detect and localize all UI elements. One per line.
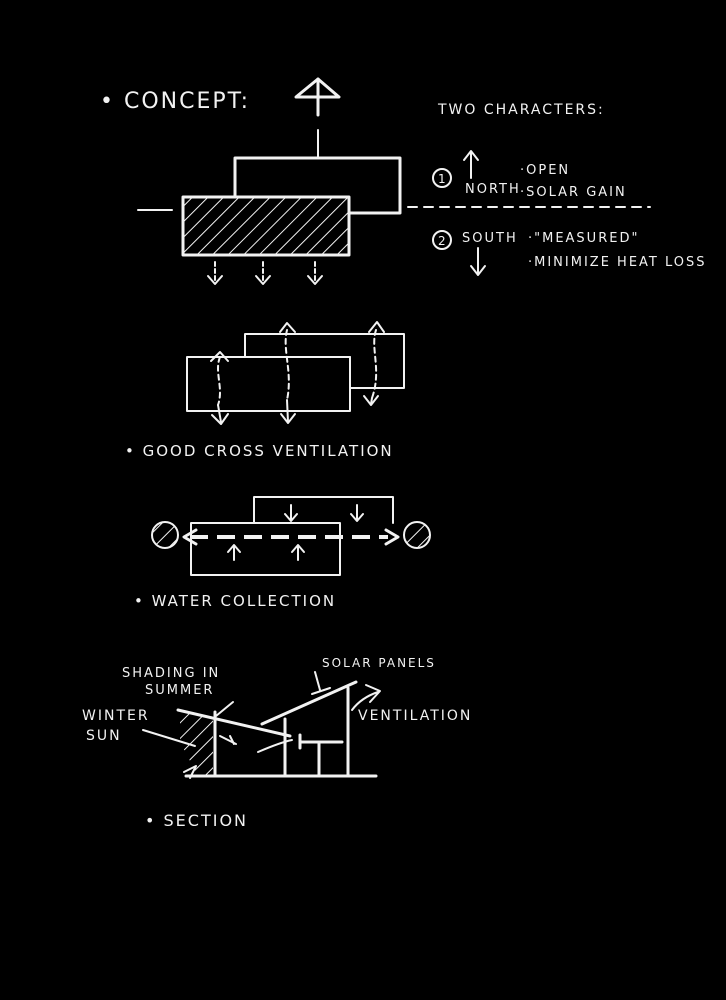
water-collection-diagram	[151, 496, 431, 576]
north-label: NORTH	[465, 182, 521, 197]
north-arrow-icon	[294, 77, 341, 117]
concept-heading: • CONCEPT:	[100, 89, 250, 114]
water-caption: • WATER COLLECTION	[134, 592, 336, 610]
cross-ventilation-diagram	[186, 321, 405, 425]
south-trait-heat: ·MINIMIZE HEAT LOSS	[528, 255, 707, 270]
south-trait-measured: ·"MEASURED"	[528, 231, 639, 246]
down-arrows-icon	[207, 261, 323, 285]
up-arrow-icon	[463, 150, 479, 179]
number-two: 2	[438, 234, 448, 248]
label-shading-2: SUMMER	[145, 683, 214, 698]
down-arrow-icon	[470, 247, 486, 276]
number-two-circle	[432, 230, 452, 250]
concept-plan-diagram	[137, 129, 651, 285]
label-solar-panels: SOLAR PANELS	[322, 656, 436, 670]
section-diagram	[142, 671, 381, 779]
number-one-circle	[432, 168, 452, 188]
two-characters-title: TWO CHARACTERS:	[437, 102, 605, 118]
label-winter-2: SUN	[86, 728, 122, 744]
north-trait-solar: ·SOLAR GAIN	[520, 185, 627, 200]
ventilation-caption: • GOOD CROSS VENTILATION	[125, 442, 394, 460]
label-ventilation: VENTILATION	[358, 708, 472, 724]
label-shading-1: SHADING IN	[122, 666, 220, 681]
number-one: 1	[438, 172, 448, 186]
section-caption: • SECTION	[145, 811, 248, 830]
label-winter-1: WINTER	[82, 708, 150, 724]
north-trait-open: ·OPEN	[520, 163, 570, 178]
south-label: SOUTH	[462, 231, 518, 246]
